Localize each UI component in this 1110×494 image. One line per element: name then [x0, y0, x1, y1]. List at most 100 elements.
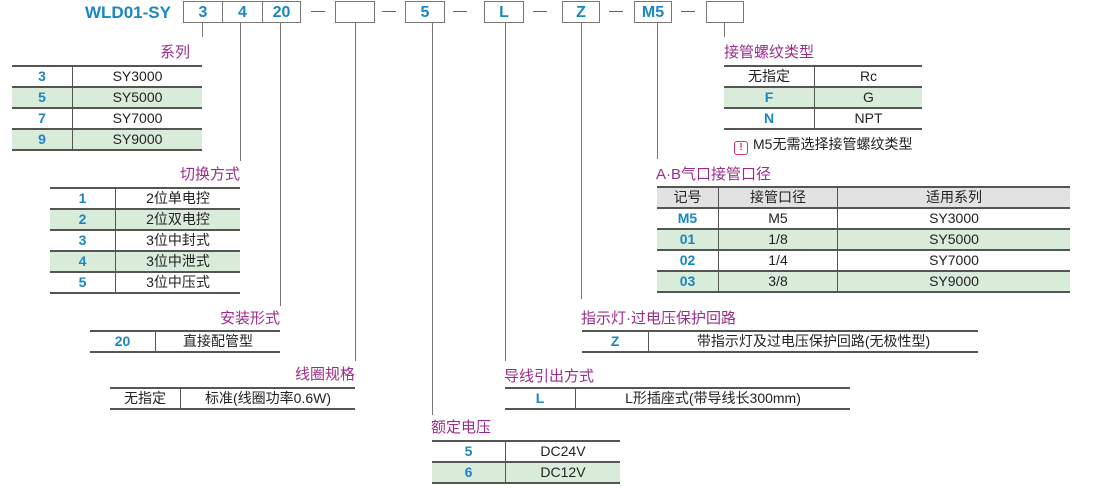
value: 3/8	[718, 270, 838, 293]
code: 5	[50, 271, 116, 294]
code: 02	[657, 249, 719, 271]
code: 01	[657, 228, 719, 250]
code: 2	[50, 208, 116, 230]
value: SY7000	[837, 249, 1070, 271]
table-row: 无指定标准(线圈功率0.6W)	[110, 387, 355, 410]
lead-title: 导线引出方式	[504, 368, 595, 385]
port-title: A·B气口接管口径	[656, 166, 772, 183]
code: Z	[582, 330, 649, 353]
value: DC12V	[505, 461, 620, 484]
segment-thread	[706, 1, 744, 23]
value: 1/8	[718, 228, 838, 250]
series-title: 系列	[159, 44, 190, 61]
connector	[724, 23, 725, 37]
code: 3	[50, 229, 116, 251]
value: 2位双电控	[115, 208, 240, 230]
connector	[505, 23, 506, 361]
code: 3	[12, 65, 73, 87]
value: 3位中压式	[115, 271, 240, 294]
header-cell: 记号	[657, 186, 719, 208]
value: SY3000	[837, 207, 1070, 229]
code: L	[505, 387, 576, 410]
connector	[355, 23, 356, 361]
coil-table: 无指定标准(线圈功率0.6W)	[110, 387, 355, 410]
value: DC24V	[505, 440, 620, 462]
code: 9	[12, 128, 73, 151]
segment-lead: L	[484, 1, 524, 23]
warning-icon: !	[734, 141, 748, 155]
connector	[432, 23, 433, 415]
value: SY5000	[72, 86, 202, 108]
code: 5	[12, 86, 73, 108]
code: 无指定	[110, 387, 181, 410]
segment-mounting: 20	[262, 1, 301, 23]
code: 5	[432, 440, 506, 462]
segment-port: M5	[634, 1, 672, 23]
voltage-title: 额定电压	[431, 419, 492, 436]
table-header: 记号接管口径适用系列	[657, 186, 1070, 208]
code: 03	[657, 270, 719, 293]
separator	[382, 11, 396, 12]
value: 标准(线圈功率0.6W)	[180, 387, 355, 410]
separator	[533, 11, 547, 12]
code: 6	[432, 461, 506, 484]
value: SY7000	[72, 107, 202, 129]
code: 20	[90, 330, 156, 353]
value: NPT	[814, 107, 922, 130]
value: SY9000	[72, 128, 202, 151]
value: L形插座式(带导线长300mm)	[575, 387, 850, 410]
thread-note: ! M5无需选择接管螺纹类型	[734, 134, 912, 155]
value: SY3000	[72, 65, 202, 87]
separator	[609, 11, 623, 12]
connector	[240, 23, 241, 161]
separator	[681, 11, 695, 12]
separator	[311, 11, 325, 12]
value: Rc	[814, 65, 922, 87]
value: 直接配管型	[155, 330, 280, 353]
mounting-title: 安装形式	[219, 310, 280, 327]
value: 3位中泄式	[115, 250, 240, 272]
thread-title: 接管螺纹类型	[724, 44, 815, 61]
value: 2位单电控	[115, 187, 240, 209]
indicator-title: 指示灯·过电压保护回路	[581, 310, 736, 327]
note-text: M5无需选择接管螺纹类型	[753, 136, 913, 152]
code: 4	[50, 250, 116, 272]
segment-switching: 4	[222, 1, 263, 23]
connector	[657, 23, 658, 159]
header-cell: 适用系列	[837, 186, 1070, 208]
value: SY9000	[837, 270, 1070, 293]
connector	[202, 23, 203, 37]
code: M5	[657, 207, 719, 229]
value: M5	[718, 207, 838, 229]
code: 无指定	[724, 65, 815, 87]
code: 1	[50, 187, 116, 209]
